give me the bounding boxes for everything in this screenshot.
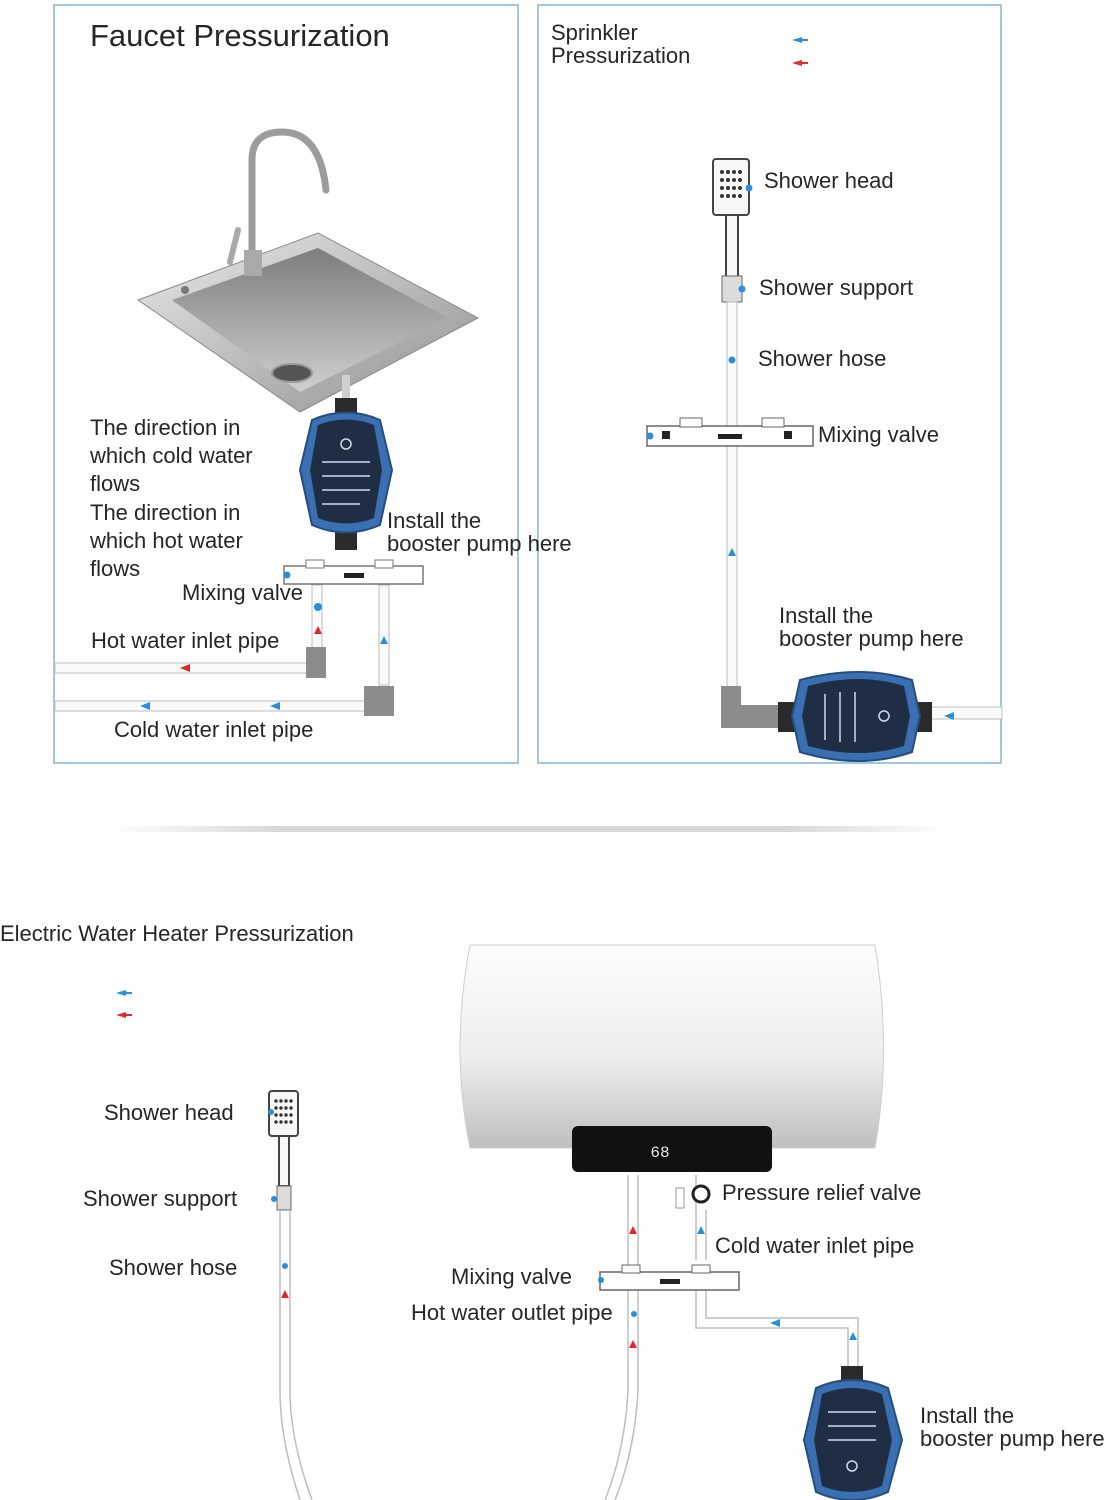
heater-legend [116,990,132,1018]
heater-shower-head-icon [268,1090,299,1211]
faucet-icon [227,128,330,276]
sprinkler-shower-support-label: Shower support [759,275,914,300]
heater-cold-inlet-label: Cold water inlet pipe [715,1233,915,1258]
heater-pressure-relief-valve [675,1184,711,1209]
heater-install-pump-label: Install the booster pump here [920,1403,1105,1452]
faucet-cold-inlet-label: Cold water inlet pipe [114,717,314,742]
heater-tank [459,944,884,1172]
faucet-booster-pump [298,398,394,550]
faucet-cold-direction-label: The direction in which cold water flows [90,415,253,497]
sprinkler-mixing-valve-label: Mixing valve [818,422,940,447]
heater-flow-arrows [268,1109,857,1348]
heater-booster-pump [802,1366,904,1500]
sprinkler-legend [792,37,808,66]
sprinkler-title: Sprinkler Pressurization [551,20,691,69]
heater-display-readout: 68 [650,1144,669,1162]
faucet-title: Faucet Pressurization [90,18,390,53]
heater-pipes [279,1175,859,1500]
faucet-mixing-valve [283,559,424,585]
sprinkler-install-pump-label: Install the booster pump here [779,603,964,652]
faucet-flow-arrows [140,571,388,710]
sprinkler-booster-pump [778,671,932,762]
sprinkler-pipes [721,301,1003,728]
heater-shower-support-label: Shower support [83,1186,238,1211]
sprinkler-shower-head-label: Shower head [764,168,894,193]
heater-mixing-valve-label: Mixing valve [451,1264,573,1289]
faucet-install-pump-label: Install the booster pump here [387,508,572,557]
sink-illustration [136,232,480,413]
heater-hot-outlet-label: Hot water outlet pipe [411,1300,613,1325]
sprinkler-shower-hose-label: Shower hose [758,346,887,371]
faucet-elbows [306,647,394,716]
faucet-mixing-valve-label: Mixing valve [182,580,304,605]
sprinkler-panel [537,4,1002,764]
sprinkler-flow-arrows [646,184,954,720]
sprinkler-mixing-valve [646,417,814,447]
heater-mixing-valve [599,1264,740,1291]
heater-title: Electric Water Heater Pressurization [0,921,354,946]
faucet-hot-inlet-label: Hot water inlet pipe [91,628,280,653]
heater-shower-hose-label: Shower hose [109,1255,238,1280]
sprinkler-shower-head-icon [712,158,750,303]
section-divider [110,826,950,832]
heater-shower-head-label: Shower head [104,1100,234,1125]
faucet-hot-direction-label: The direction in which hot water flows [90,500,243,582]
heater-pressure-relief-label: Pressure relief valve [722,1180,922,1205]
